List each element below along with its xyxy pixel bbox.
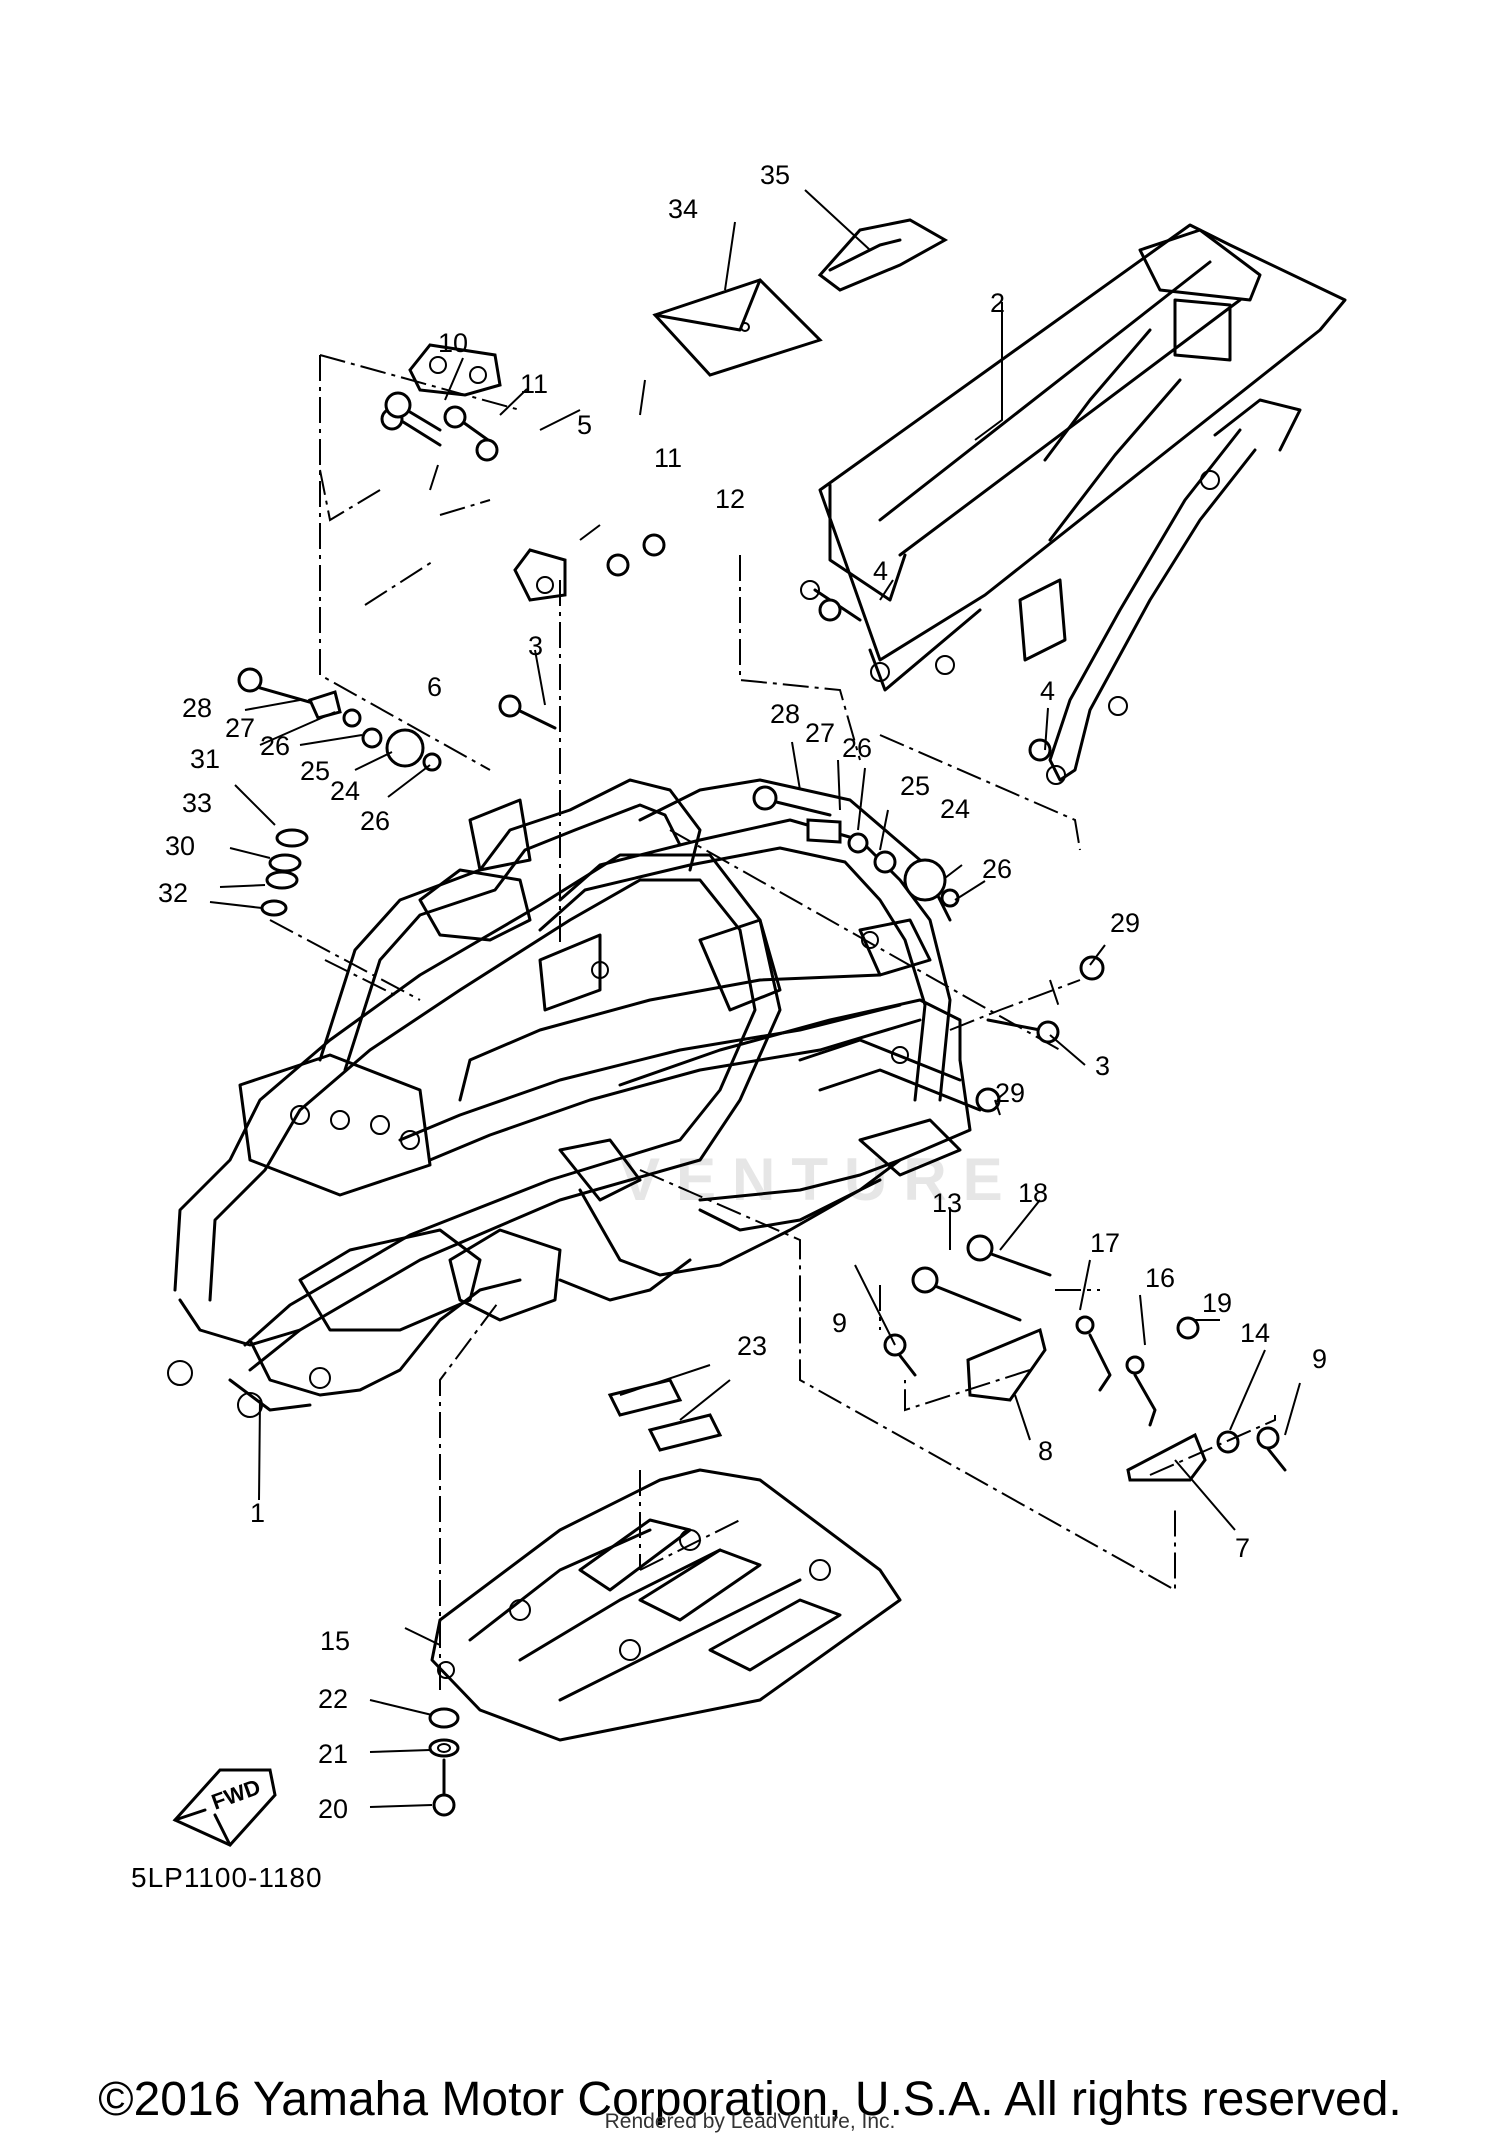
callout-28-left: 28 (182, 693, 212, 723)
callout-26-left-b: 26 (360, 806, 390, 836)
reference-lines (269, 354, 1276, 1690)
callout-21: 21 (318, 1739, 348, 1769)
callout-26-left-a: 26 (260, 731, 290, 761)
callout-25-left: 25 (300, 756, 330, 786)
rendered-by-notice: Rendered by LeadVenture, Inc. (604, 2110, 896, 2133)
stickers[interactable] (607, 1378, 723, 1452)
leader-lines (209, 189, 1301, 1808)
copyright-notice: ©2016 Yamaha Motor Corporation, U.S.A. A… (98, 2073, 1402, 2126)
callout-3-upper: 3 (528, 631, 543, 661)
callout-30: 30 (165, 831, 195, 861)
callout-16: 16 (1145, 1263, 1175, 1293)
engine-mount-bracket[interactable] (408, 343, 502, 397)
fwd-arrow: FWD (172, 1768, 277, 1847)
callout-18: 18 (1018, 1178, 1048, 1208)
callout-4-upper: 4 (873, 556, 888, 586)
callout-29-upper: 29 (1110, 908, 1140, 938)
skid-plate[interactable] (430, 1468, 902, 1742)
callout-26-right-a: 26 (842, 733, 872, 763)
callout-22: 22 (318, 1684, 348, 1714)
callout-15: 15 (320, 1626, 350, 1656)
damper-set-left[interactable] (260, 690, 442, 917)
callout-31: 31 (190, 744, 220, 774)
callout-10: 10 (438, 328, 468, 358)
footrest-brackets[interactable] (883, 1234, 1287, 1482)
callout-11-left: 11 (520, 369, 548, 399)
callout-26-right-b: 26 (982, 854, 1012, 884)
callout-2: 2 (990, 288, 1005, 318)
callout-20: 20 (318, 1794, 348, 1824)
callout-9-left: 9 (832, 1308, 847, 1338)
manual-envelope[interactable] (652, 278, 823, 377)
callout-27-right: 27 (805, 718, 835, 748)
callout-35: 35 (760, 160, 790, 190)
callout-28-right: 28 (770, 699, 800, 729)
diagram-code: 5LP1100-1180 (131, 1862, 323, 1893)
callout-25-right: 25 (900, 771, 930, 801)
callout-14: 14 (1240, 1318, 1270, 1348)
callout-1: 1 (250, 1498, 265, 1528)
callout-13: 13 (932, 1188, 962, 1218)
callout-11-right: 11 (654, 443, 682, 473)
callout-27-left: 27 (225, 713, 255, 743)
callout-24-left: 24 (330, 776, 360, 806)
callout-3-lower: 3 (1095, 1051, 1110, 1081)
callout-33: 33 (182, 788, 212, 818)
callout-12: 12 (715, 484, 745, 514)
callout-9-right: 9 (1312, 1344, 1327, 1374)
callout-6: 6 (427, 672, 442, 702)
callout-24-right: 24 (940, 794, 970, 824)
bolt-set[interactable] (237, 391, 1105, 1113)
callout-19: 19 (1202, 1288, 1232, 1318)
callout-23: 23 (737, 1331, 767, 1361)
rear-frame[interactable] (800, 223, 1347, 785)
callout-4-lower: 4 (1040, 676, 1055, 706)
callout-32: 32 (158, 878, 188, 908)
callout-34: 34 (668, 194, 698, 224)
callout-7: 7 (1235, 1533, 1250, 1563)
mount-plate[interactable] (513, 548, 567, 602)
callout-29-lower: 29 (995, 1078, 1025, 1108)
callout-labels: 1 2 3 3 4 4 5 6 7 8 9 9 10 11 11 12 13 1… (158, 160, 1327, 1824)
callout-5: 5 (577, 410, 592, 440)
callout-17: 17 (1090, 1228, 1120, 1258)
skid-fasteners[interactable] (428, 1707, 460, 1817)
callout-8: 8 (1038, 1436, 1053, 1466)
tool-bag[interactable] (817, 218, 949, 292)
